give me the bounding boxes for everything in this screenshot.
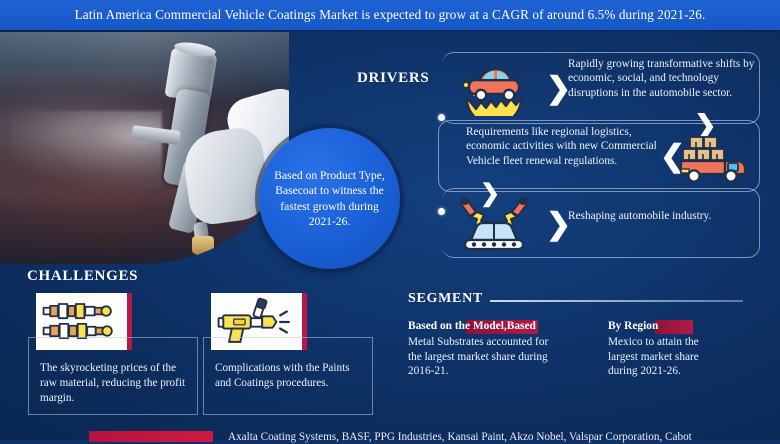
- driver-item-3-box: [442, 188, 760, 258]
- driver-item-3-text: Reshaping automobile industry.: [568, 210, 712, 222]
- challenge-item-2-iconbox: [211, 293, 307, 350]
- spark-plugs-icon: [42, 303, 113, 339]
- segment-divider: [490, 300, 743, 302]
- segment-item-1-heading: Based on the Model,Based: [408, 320, 536, 332]
- driver-item-1-box: [442, 52, 760, 124]
- segment-item-2-heading: By Region: [608, 320, 659, 332]
- segment-item-2-chip: [655, 320, 693, 334]
- driver-item-3-down-chevron: ❯: [480, 181, 501, 207]
- challenge-item-1-iconbox: [36, 293, 132, 350]
- driver-item-1-text: Rapidly growing transformative shifts by…: [568, 58, 755, 99]
- driver-item-2-box: [438, 120, 760, 192]
- driver-item-3-chevron: ❯: [546, 208, 572, 241]
- car-gear-icon: [455, 58, 533, 127]
- segment-section-label: SEGMENT: [408, 291, 483, 306]
- segment-item-2-body: Mexico to attain the largest market shar…: [608, 336, 699, 378]
- header-bar: Latin America Commercial Vehicle Coating…: [0, 0, 780, 30]
- car-gear-icon-svg: [462, 67, 525, 127]
- companies-list: Axalta Coating Systems, BASF, PPG Indust…: [228, 431, 692, 443]
- companies-label-chip: [89, 431, 213, 442]
- product-type-callout: Based on Product Type, Basecoat to witne…: [259, 128, 400, 269]
- product-type-callout-text: Based on Product Type, Basecoat to witne…: [274, 169, 385, 228]
- spray-mist: [11, 110, 162, 190]
- spray-gun-icon: [217, 297, 290, 343]
- hero-photo: [0, 32, 289, 264]
- driver-item-2-text: Requirements like regional logistics, ec…: [466, 126, 657, 167]
- driver-item-2-down-chevron: ❯: [694, 110, 717, 140]
- delivery-truck-icon: [676, 131, 754, 189]
- driver-item-1-chevron: ❯: [546, 72, 572, 105]
- challenge-item-1-text: The skyrocketing prices of the raw mater…: [40, 362, 186, 404]
- challenge-item-2-textbox: [203, 337, 373, 415]
- challenge-item-2-text: Complications with the Paints and Coatin…: [215, 362, 350, 389]
- drivers-section-label: DRIVERS: [357, 70, 430, 86]
- challenge-item-1-textbox: [28, 337, 198, 415]
- driver-item-3-dot: [438, 208, 445, 215]
- car-assembly-sparks-icon: [455, 196, 533, 254]
- car-assembly-sparks-icon-svg: [460, 197, 528, 251]
- segment-item-1-chip: [466, 320, 538, 334]
- segment-item-1-body: Metal Substrates accounted for the large…: [408, 336, 549, 378]
- hose-band: [192, 236, 214, 254]
- challenges-section-label: CHALLENGES: [27, 268, 139, 284]
- page-title: Latin America Commercial Vehicle Coating…: [74, 7, 706, 22]
- driver-item-1-dot: [438, 114, 445, 121]
- delivery-truck-icon-svg: [679, 136, 747, 183]
